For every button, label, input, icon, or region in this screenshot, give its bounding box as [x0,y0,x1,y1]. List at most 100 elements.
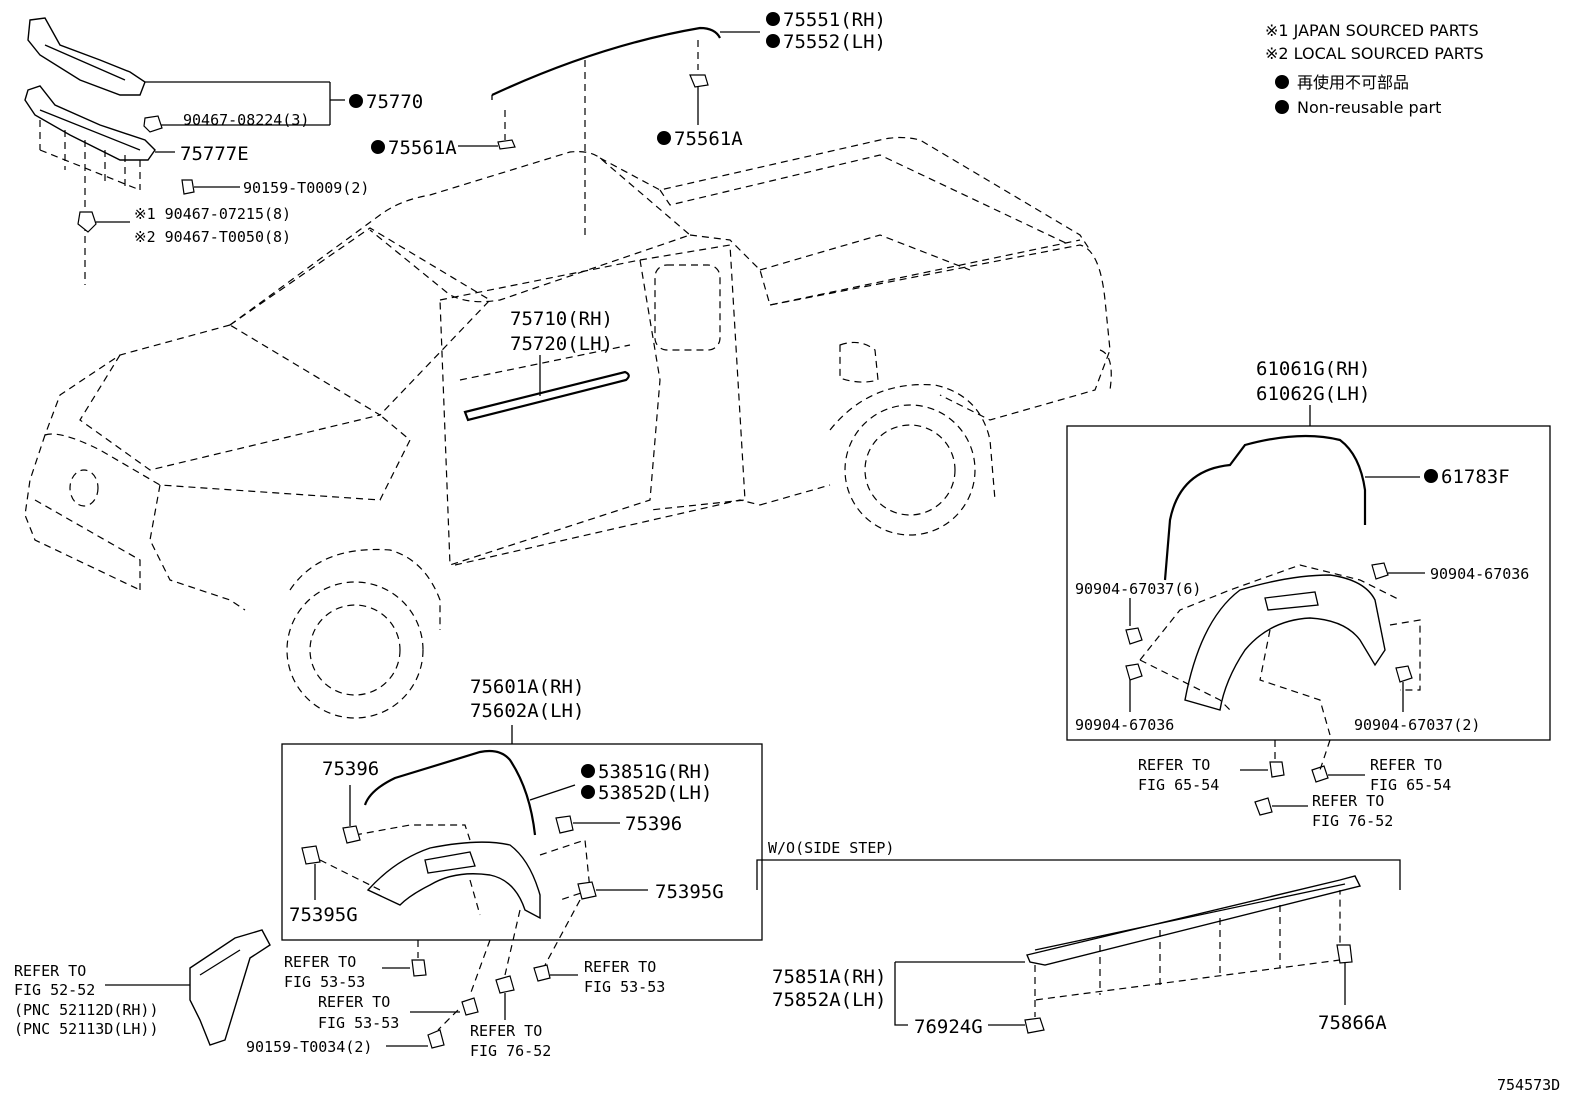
clip-90467-08224 [143,115,163,133]
clip-90904-67037-right [1395,665,1413,683]
note-local-sourced: ※2 LOCAL SOURCED PARTS [1265,44,1484,63]
label-refer-76-52-a2: FIG 76-52 [1312,812,1393,830]
label-75777E: 75777E [180,143,249,165]
belt-moulding-strip [463,370,630,422]
fastener-fig-76-52-a [1254,797,1273,816]
roof-drip-moulding [491,26,721,96]
fastener-fig-53-53-c [533,964,551,982]
rear-fender-box [1066,405,1551,816]
label-pnc-rh: (PNC 52112D(RH)) [14,1001,159,1019]
moulding-clip-right [689,74,709,88]
label-61061G: 61061G(RH) [1256,358,1370,380]
label-90467-07215: ※1 90467-07215(8) [134,205,291,223]
label-75866A: 75866A [1318,1012,1387,1034]
label-75851A: 75851A(RH) [772,966,886,988]
label-90904-67037-6: 90904-67037(6) [1075,580,1201,598]
hood-louver-cover [27,17,146,96]
front-fender-box [281,725,763,1049]
fastener-fig-53-53-a [411,959,427,977]
label-refer-53-53-c2: FIG 53-53 [584,978,665,996]
clip-90467-07215 [77,211,97,233]
clip-75395G-right [577,881,597,900]
label-refer-53-53-c1: REFER TO [584,958,656,976]
clip-90904-67036-left [1125,663,1143,681]
roof-moulding-assembly [458,26,760,240]
fastener-fig-65-54-a [1269,761,1285,778]
label-refer-76-52-a1: REFER TO [1312,792,1384,810]
label-refer-53-53-a2: FIG 53-53 [284,973,365,991]
label-75561A-right: 75561A [674,128,743,150]
screw-90159-T0009 [181,179,195,195]
fender-seal-61783F [1163,434,1367,581]
label-75396-right: 75396 [625,813,682,835]
label-75561A-left: 75561A [388,137,457,159]
label-90467-08224: 90467-08224(3) [183,111,309,129]
note-japan-sourced: ※1 JAPAN SOURCED PARTS [1265,21,1479,40]
hood-louver-base [24,85,156,161]
diagram-id: 754573D [1497,1076,1560,1094]
label-90467-T0050: ※2 90467-T0050(8) [134,228,291,246]
screw-90159-T0034 [427,1029,445,1049]
label-75852A: 75852A(LH) [772,989,886,1011]
rocker-panel-moulding [1026,875,1362,966]
part-labels: 75551(RH) 75552(LH) 75770 90467-08224(3)… [14,9,1560,1094]
label-53852D: 53852D(LH) [598,782,712,804]
label-refer-52-52-2: FIG 52-52 [14,981,95,999]
label-75602A: 75602A(LH) [470,700,584,722]
label-75601A: 75601A(RH) [470,676,584,698]
clip-75396-left [342,825,361,844]
door-belt-moulding [463,355,630,422]
label-75720: 75720(LH) [510,333,613,355]
label-75395G-right: 75395G [655,881,724,903]
clip-75396-right [555,815,574,834]
label-75552: 75552(LH) [783,31,886,53]
note-nonreusable-jp: 再使用不可部品 [1297,73,1409,92]
label-53851G: 53851G(RH) [598,761,712,783]
label-refer-65-54-a1: REFER TO [1138,756,1210,774]
label-90904-67037-2: 90904-67037(2) [1354,716,1480,734]
clip-90904-67037-left [1125,627,1143,645]
label-refer-76-52-b2: FIG 76-52 [470,1042,551,1060]
label-90159-T0009: 90159-T0009(2) [243,179,369,197]
mudguard-reference-part [105,929,271,1046]
hood-moulding-assembly [24,17,345,285]
clip-90904-67036-right [1371,562,1389,580]
front-fender-frame [281,743,763,941]
label-refer-53-53-a1: REFER TO [284,953,356,971]
label-wo-side-step: W/O(SIDE STEP) [768,839,894,857]
fastener-fig-76-52-b [495,975,515,994]
label-61783F: 61783F [1441,466,1510,488]
label-refer-53-53-b2: FIG 53-53 [318,1014,399,1032]
label-refer-52-52-1: REFER TO [14,962,86,980]
label-90159-T0034: 90159-T0034(2) [246,1038,372,1056]
front-fender-flare [366,841,541,920]
fastener-fig-65-54-b [1311,765,1329,783]
legend: ※1 JAPAN SOURCED PARTS ※2 LOCAL SOURCED … [1265,21,1484,117]
moulding-clip-left [497,139,516,150]
label-refer-53-53-b1: REFER TO [318,993,390,1011]
clip-75395G-left [301,845,321,865]
label-75551: 75551(RH) [783,9,886,31]
mudguard-piece [189,929,271,1046]
legend-dot-en [1275,100,1289,114]
label-75710: 75710(RH) [510,308,613,330]
label-76924G: 76924G [914,1016,983,1038]
label-75770: 75770 [366,91,423,113]
label-refer-76-52-b1: REFER TO [470,1022,542,1040]
rear-fender-frame [1066,425,1551,741]
fender-seal-53851G [363,749,537,836]
label-90904-67036-bottom: 90904-67036 [1075,716,1174,734]
legend-dot-jp [1275,75,1289,89]
label-refer-65-54-b2: FIG 65-54 [1370,776,1451,794]
rocker-moulding-assembly [756,859,1401,1034]
rear-fender-flare [1184,574,1386,711]
side-step-bracket [756,859,1401,890]
label-75395G-left: 75395G [289,904,358,926]
label-refer-65-54-b1: REFER TO [1370,756,1442,774]
label-pnc-lh: (PNC 52113D(LH)) [14,1020,159,1038]
fastener-fig-53-53-b [461,997,479,1016]
label-75396-left: 75396 [322,758,379,780]
label-refer-65-54-a2: FIG 65-54 [1138,776,1219,794]
note-nonreusable-en: Non-reusable part [1297,98,1441,117]
